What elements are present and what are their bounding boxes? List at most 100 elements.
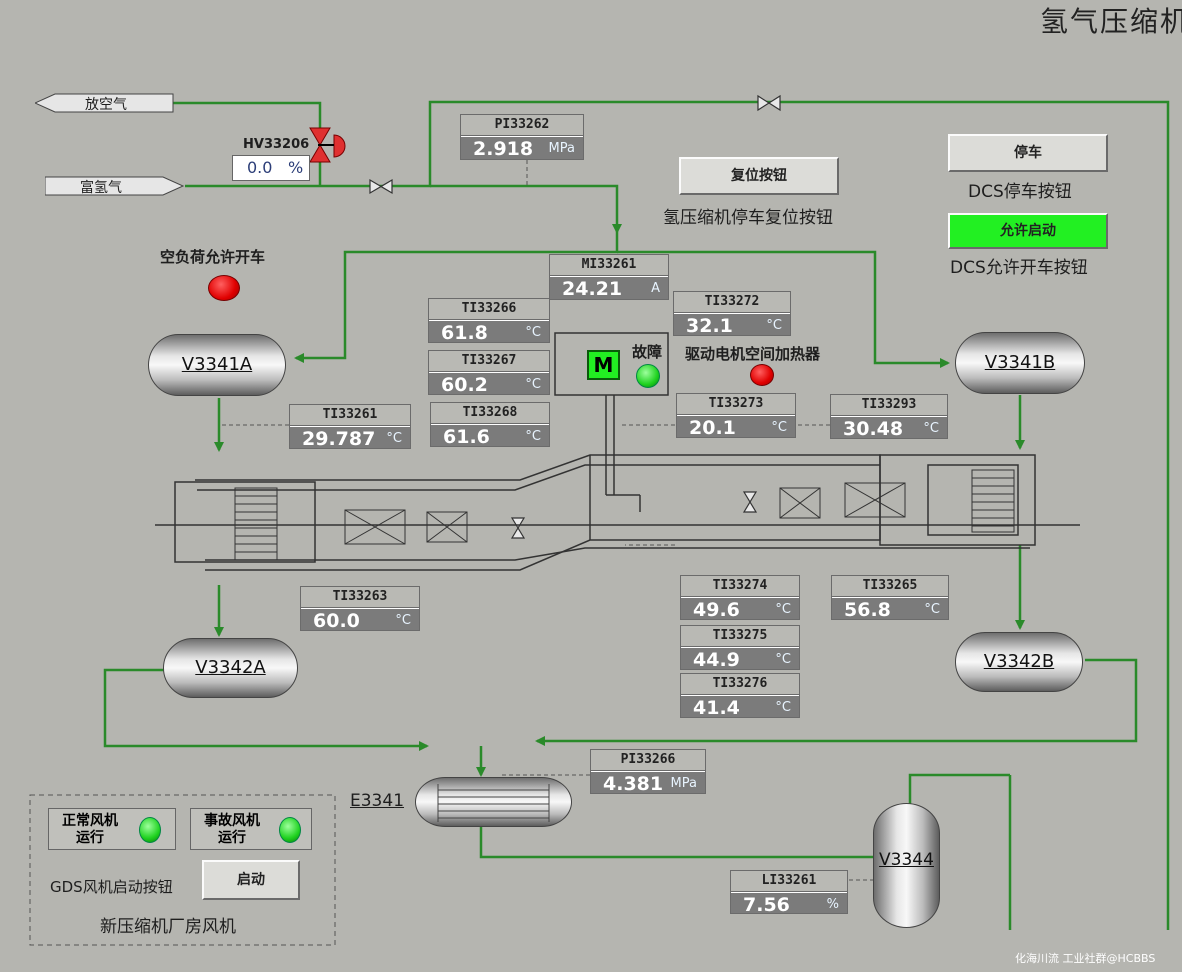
motor-enclosure [554, 332, 669, 396]
ti33274-indicator[interactable]: TI33274 49.6°C [680, 575, 800, 621]
ti33273-tag: TI33273 [677, 394, 795, 415]
heat-exchanger-e3341[interactable] [415, 777, 572, 827]
gds-fan-start-button[interactable]: 启动 [202, 860, 300, 900]
mi33261-unit: A [651, 281, 660, 296]
vessel-v3342b[interactable]: V3342B [955, 632, 1083, 692]
pi33266-unit: MPa [670, 776, 697, 791]
ti33268-tag: TI33268 [431, 403, 549, 424]
ti33266-value: 61.8 [441, 322, 488, 344]
ti33266-indicator[interactable]: TI33266 61.8 °C [428, 298, 550, 344]
pi33266-tag: PI33266 [591, 750, 705, 771]
ti33293-tag: TI33293 [831, 395, 947, 416]
pi33266-value: 4.381 [603, 773, 664, 795]
ti33272-value: 32.1 [686, 315, 733, 337]
ti33265-indicator[interactable]: TI33265 56.8°C [831, 575, 949, 621]
hv-valve-unit: % [288, 158, 304, 177]
ti33263-value: 60.0 [313, 610, 360, 632]
heater-indicator [750, 364, 774, 386]
emergency-fan-indicator [279, 817, 301, 843]
emergency-fan-status: 事故风机 运行 [190, 808, 312, 850]
vessel-v3342a[interactable]: V3342A [163, 638, 298, 698]
ti33276-tag: TI33276 [681, 674, 799, 695]
ti33263-indicator[interactable]: TI33263 60.0 °C [300, 586, 420, 632]
hv-valve-symbol [309, 127, 346, 163]
emergency-fan-label-line2: 运行 [218, 830, 246, 846]
ti33272-indicator[interactable]: TI33272 32.1°C [673, 291, 791, 337]
ti33268-value: 61.6 [443, 426, 490, 448]
vessel-v3344[interactable]: V3344 [873, 803, 940, 928]
ti33293-indicator[interactable]: TI33293 30.48°C [830, 394, 948, 440]
ti33263-tag: TI33263 [301, 587, 419, 608]
ti33276-unit: °C [775, 700, 791, 715]
ti33261-indicator[interactable]: TI33261 29.787 °C [289, 404, 411, 450]
ti33266-tag: TI33266 [429, 299, 549, 320]
li33261-unit: % [826, 897, 839, 912]
normal-fan-label-line2: 运行 [76, 830, 104, 846]
dcs-stop-caption: DCS停车按钮 [968, 182, 1072, 202]
vessel-v3341a[interactable]: V3341A [148, 334, 286, 396]
ti33267-tag: TI33267 [429, 351, 549, 372]
pi33266-indicator[interactable]: PI33266 4.381 MPa [590, 749, 706, 795]
ti33276-indicator[interactable]: TI33276 41.4°C [680, 673, 800, 719]
reset-button[interactable]: 复位按钮 [679, 157, 839, 195]
li33261-tag: LI33261 [731, 871, 847, 892]
ti33275-tag: TI33275 [681, 626, 799, 647]
ti33267-indicator[interactable]: TI33267 60.2°C [428, 350, 550, 396]
dcs-permit-start-caption: DCS允许开车按钮 [950, 258, 1088, 278]
ti33266-unit: °C [525, 325, 541, 340]
vent-stream-label: 放空气 [85, 97, 127, 113]
ti33274-unit: °C [775, 602, 791, 617]
fan-panel-caption: 新压缩机厂房风机 [100, 917, 236, 937]
ti33263-unit: °C [395, 613, 411, 628]
ti33273-value: 20.1 [689, 417, 736, 439]
vessel-v3342b-label: V3342B [983, 651, 1055, 672]
ti33275-indicator[interactable]: TI33275 44.9 °C [680, 625, 800, 671]
hv-valve-value: 0.0 [247, 158, 273, 177]
vessel-v3341b-label: V3341B [984, 352, 1056, 373]
no-load-permit-indicator [208, 275, 240, 301]
normal-fan-label-line1: 正常风机 [62, 813, 118, 829]
motor-fault-indicator [636, 364, 660, 388]
hv-valve-tag: HV33206 [243, 137, 310, 152]
pi33262-tag: PI33262 [461, 115, 583, 136]
reset-button-caption: 氢压缩机停车复位按钮 [663, 208, 833, 228]
mi33261-indicator[interactable]: MI33261 24.21 A [549, 254, 669, 300]
heat-exchanger-e3341-label: E3341 [350, 791, 405, 811]
vessel-v3344-label: V3344 [879, 850, 934, 870]
vessel-v3341b[interactable]: V3341B [955, 332, 1085, 394]
vent-stream-arrow [35, 93, 174, 113]
li33261-value: 7.56 [743, 894, 790, 916]
normal-fan-status: 正常风机 运行 [48, 808, 176, 850]
page-title: 氢气压缩机 [1040, 5, 1182, 38]
mi33261-tag: MI33261 [550, 255, 668, 276]
hv-valve-output-box[interactable]: 0.0 % [232, 155, 310, 181]
ti33265-tag: TI33265 [832, 576, 948, 597]
ti33274-value: 49.6 [693, 599, 740, 621]
pi33262-unit: MPa [548, 141, 575, 156]
ti33265-unit: °C [924, 602, 940, 617]
ti33273-indicator[interactable]: TI33273 20.1 °C [676, 393, 796, 439]
tube-bundle-lines [437, 784, 550, 822]
dcs-permit-start-button[interactable]: 允许启动 [948, 213, 1108, 249]
ti33268-unit: °C [525, 429, 541, 444]
mi33261-value: 24.21 [562, 278, 623, 300]
ti33293-unit: °C [923, 421, 939, 436]
ti33261-unit: °C [386, 431, 402, 446]
ti33275-unit: °C [775, 652, 791, 667]
rich-h2-stream-arrow [45, 176, 185, 196]
gds-fan-start-caption: GDS风机启动按钮 [50, 878, 173, 896]
motor-icon[interactable]: M [587, 350, 620, 380]
ti33261-value: 29.787 [302, 428, 376, 450]
ti33267-value: 60.2 [441, 374, 488, 396]
ti33273-unit: °C [771, 420, 787, 435]
dcs-stop-button[interactable]: 停车 [948, 134, 1108, 172]
li33261-indicator[interactable]: LI33261 7.56% [730, 870, 848, 916]
normal-fan-indicator [139, 817, 161, 843]
ti33268-indicator[interactable]: TI33268 61.6 °C [430, 402, 550, 448]
ti33261-tag: TI33261 [290, 405, 410, 426]
ti33275-value: 44.9 [693, 649, 740, 671]
motor-fault-label: 故障 [632, 343, 663, 361]
